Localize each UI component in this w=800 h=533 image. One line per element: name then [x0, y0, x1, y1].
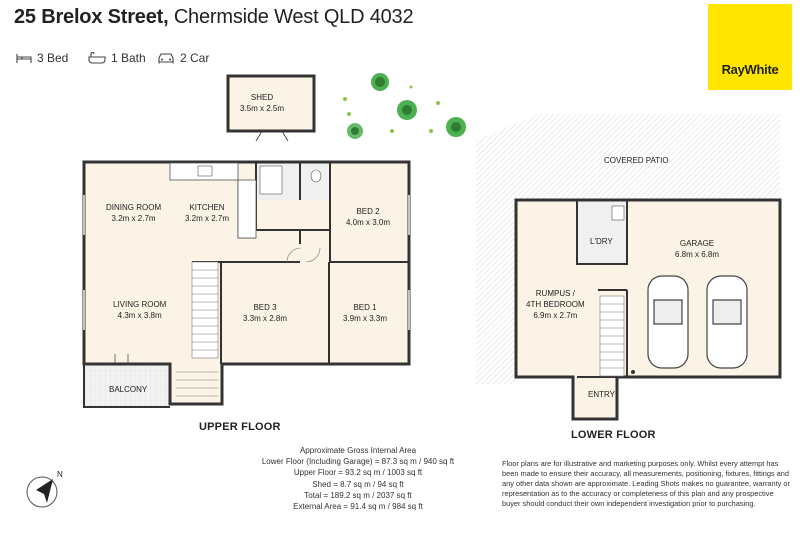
room-name: SHED	[250, 93, 274, 102]
disclaimer-text: Floor plans are for illustrative and mar…	[502, 459, 790, 508]
room-name: ENTRY	[588, 390, 615, 399]
room-balcony: BALCONY	[109, 384, 147, 395]
room-size: 3.9m x 3.3m	[343, 314, 388, 323]
room-name: BED 1	[353, 303, 377, 312]
feature-cars: 2 Car	[157, 51, 209, 65]
room-size: 4.0m x 3.0m	[346, 218, 391, 227]
room-name: RUMPUS /	[535, 289, 575, 298]
street-address: 25 Brelox Street,	[14, 6, 169, 28]
compass-north-label: N	[57, 470, 63, 479]
car-drawings	[647, 275, 748, 369]
room-garage: GARAGE 6.8m x 6.8m	[675, 238, 719, 260]
lower-floor-label: LOWER FLOOR	[571, 429, 656, 441]
suburb-address: Chermside West QLD 4032	[173, 6, 414, 28]
area-line: Upper Floor = 93.2 sq m / 1003 sq ft	[293, 468, 423, 478]
room-rumpus: RUMPUS / 4TH BEDROOM 6.9m x 2.7m	[526, 288, 585, 321]
lower-floor-plan	[476, 114, 782, 421]
room-entry: ENTRY	[588, 389, 615, 400]
room-name: LIVING ROOM	[113, 300, 167, 309]
room-bed2: BED 2 4.0m x 3.0m	[346, 206, 390, 228]
room-name: DINING ROOM	[106, 203, 162, 212]
area-summary: Approximate Gross Internal Area Lower Fl…	[258, 445, 458, 512]
room-kitchen: KITCHEN 3.2m x 2.7m	[185, 202, 229, 224]
room-size: 3.5m x 2.5m	[240, 104, 285, 113]
compass-icon	[26, 476, 58, 508]
area-line: External Area = 91.4 sq m / 984 sq ft	[293, 502, 423, 512]
room-name: KITCHEN	[189, 203, 225, 212]
room-name: GARAGE	[679, 239, 715, 248]
room-size: 3.2m x 2.7m	[185, 214, 230, 223]
area-line: Total = 189.2 sq m / 2037 sq ft	[304, 490, 412, 500]
room-size: 6.9m x 2.7m	[533, 311, 578, 320]
room-size: 3.3m x 2.8m	[243, 314, 288, 323]
area-title: Approximate Gross Internal Area	[299, 446, 417, 455]
room-laundry: L'DRY	[590, 236, 613, 247]
room-name: BALCONY	[109, 385, 148, 394]
room-shed: SHED 3.5m x 2.5m	[240, 92, 284, 114]
property-address: 25 Brelox Street, Chermside West QLD 403…	[14, 6, 414, 29]
room-name: COVERED PATIO	[604, 156, 669, 165]
compass: N	[24, 470, 64, 515]
area-line: Shed = 8.7 sq m / 94 sq ft	[312, 479, 404, 489]
room-name: BED 3	[253, 303, 277, 312]
feature-label: 3 Bed	[37, 51, 69, 65]
room-size: 6.8m x 6.8m	[675, 250, 720, 259]
upper-floor-label: UPPER FLOOR	[199, 421, 281, 433]
feature-baths: 1 Bath	[88, 51, 146, 65]
shed	[226, 74, 316, 142]
room-size: 4.3m x 3.8m	[117, 311, 162, 320]
bed-icon	[16, 54, 32, 63]
room-bed3: BED 3 3.3m x 2.8m	[243, 302, 287, 324]
bath-icon	[88, 52, 106, 64]
room-living: LIVING ROOM 4.3m x 3.8m	[113, 299, 166, 321]
feature-label: 1 Bath	[111, 51, 146, 65]
room-patio: COVERED PATIO	[604, 155, 669, 166]
room-name: BED 2	[356, 207, 380, 216]
car-icon	[158, 53, 174, 64]
room-name: L'DRY	[590, 237, 613, 246]
trees	[343, 73, 466, 139]
upper-floor-plan	[82, 160, 411, 408]
room-size: 3.2m x 2.7m	[111, 214, 156, 223]
raywhite-logo: RayWhite	[708, 4, 792, 90]
brand-name: RayWhite	[721, 62, 779, 77]
area-line: Lower Floor (Including Garage) = 87.3 sq…	[261, 457, 455, 467]
room-bed1: BED 1 3.9m x 3.3m	[343, 302, 387, 324]
room-name-line2: 4TH BEDROOM	[526, 300, 585, 309]
feature-label: 2 Car	[180, 51, 210, 65]
feature-beds: 3 Bed	[16, 51, 68, 65]
room-dining: DINING ROOM 3.2m x 2.7m	[106, 202, 161, 224]
